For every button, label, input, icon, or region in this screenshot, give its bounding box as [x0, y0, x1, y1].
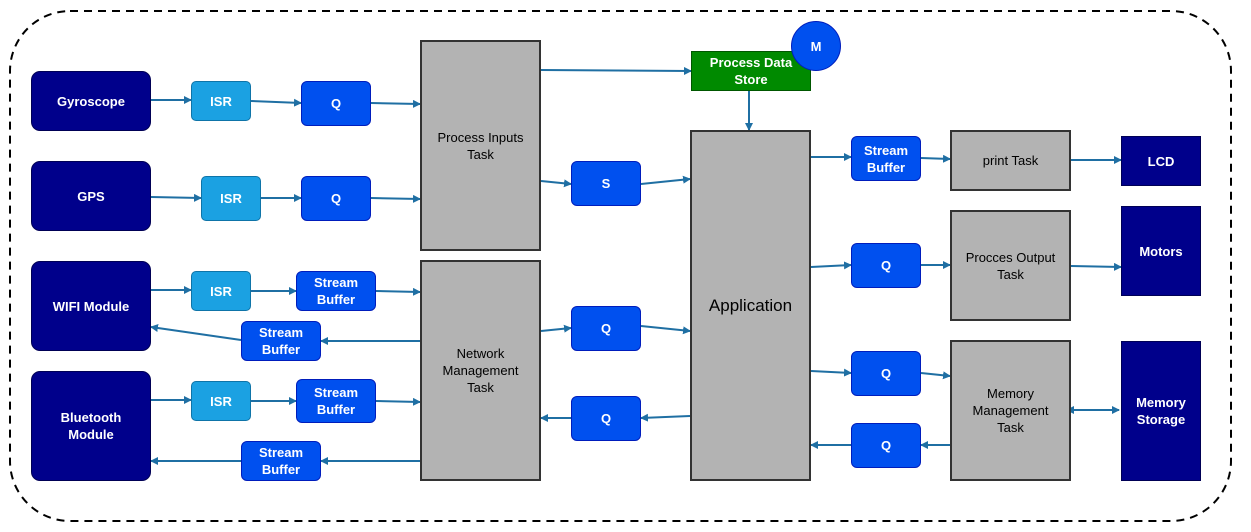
gps-isr: ISR	[201, 176, 261, 221]
memory-in-queue: Q	[851, 351, 921, 396]
bluetooth-module-device: Bluetooth Module	[31, 371, 151, 481]
semaphore: S	[571, 161, 641, 206]
print-task: print Task	[950, 130, 1071, 191]
gps-to-isr-arrow	[150, 193, 202, 202]
app-to-network-queue: Q	[571, 396, 641, 441]
wifi-in-stream-buffer: Stream Buffer	[296, 271, 376, 311]
wifi-sb-to-network-arrow	[375, 287, 421, 296]
memory-management-task: Memory Management Task	[950, 340, 1071, 481]
gps-queue: Q	[301, 176, 371, 221]
gyroscope-queue: Q	[301, 81, 371, 126]
bt-sb-to-network-arrow	[375, 397, 421, 406]
print-stream-buffer: Stream Buffer	[851, 136, 921, 181]
mutex-circle: M	[791, 21, 841, 71]
application-task: Application	[690, 130, 811, 481]
output-queue: Q	[851, 243, 921, 288]
gps-device: GPS	[31, 161, 151, 231]
wifi-module-device: WIFI Module	[31, 261, 151, 351]
app-to-aq-arrow	[640, 413, 691, 422]
wifi-sb-to-wifi-arrow	[150, 324, 242, 341]
process-data-store: Process Data Store	[691, 51, 811, 91]
wifi-out-stream-buffer: Stream Buffer	[241, 321, 321, 361]
network-management-task: Network Management Task	[420, 260, 541, 481]
isr-to-gyro-q-arrow	[250, 98, 302, 107]
sem-to-app-arrow	[640, 175, 691, 185]
gyroscope-isr: ISR	[191, 81, 251, 121]
network-to-app-queue: Q	[571, 306, 641, 351]
gyro-q-to-inputs-arrow	[370, 99, 421, 108]
print-sb-to-print-arrow	[920, 154, 951, 163]
memory-out-queue: Q	[851, 423, 921, 468]
bluetooth-out-stream-buffer: Stream Buffer	[241, 441, 321, 481]
system-boundary	[9, 10, 1232, 522]
output-to-motors-arrow	[1070, 262, 1122, 271]
app-to-out-q-arrow	[810, 261, 852, 270]
memory-storage-device: Memory Storage	[1121, 341, 1201, 481]
wifi-isr: ISR	[191, 271, 251, 311]
gps-q-to-inputs-arrow	[370, 194, 421, 203]
process-inputs-task: Process Inputs Task	[420, 40, 541, 251]
network-to-nq-arrow	[540, 324, 572, 333]
mem-q-to-memtask-arrow	[920, 371, 951, 380]
inputs-to-store-arrow	[540, 66, 692, 75]
lcd-device: LCD	[1121, 136, 1201, 186]
process-output-task: Procces Output Task	[950, 210, 1071, 321]
bluetooth-isr: ISR	[191, 381, 251, 421]
app-to-mem-q-arrow	[810, 368, 852, 377]
motors-device: Motors	[1121, 206, 1201, 296]
nq-to-app-arrow	[640, 325, 691, 335]
gyroscope-device: Gyroscope	[31, 71, 151, 131]
bluetooth-in-stream-buffer: Stream Buffer	[296, 379, 376, 423]
inputs-to-sem-arrow	[540, 179, 572, 188]
